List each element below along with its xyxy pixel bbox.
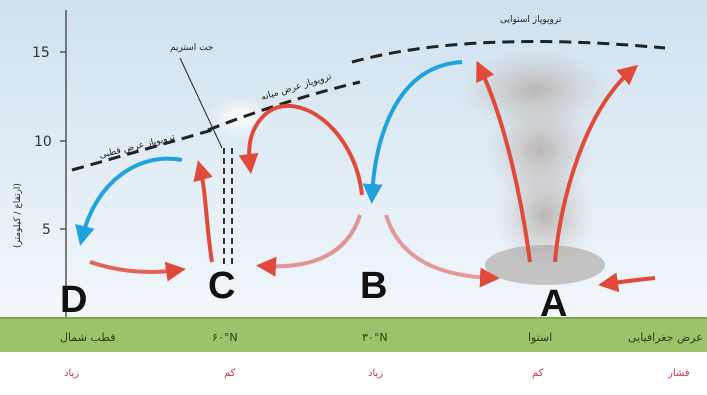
- jet-stream-pointer: [179, 57, 223, 149]
- band-pole-label: قطب شمال: [60, 331, 116, 344]
- polar-rising: [193, 160, 214, 263]
- ferrel-descending: [238, 104, 364, 196]
- tropopause-tropical-line: [351, 40, 666, 64]
- jet-stream-label: جت استریم: [170, 43, 213, 53]
- hadley-rising-left: [476, 60, 532, 263]
- ferrel-surface-flow: [256, 214, 362, 277]
- tropopause-mid-line: [207, 80, 361, 132]
- band-lat60-label: ۶۰°N: [212, 331, 238, 344]
- y-tick-label-5: 5: [42, 222, 51, 238]
- pressure-lat30: زیاد: [368, 368, 383, 379]
- latitude-band: [0, 318, 707, 352]
- cell-letter-D: D: [60, 279, 87, 321]
- pressure-row: [0, 352, 707, 395]
- tropopause-polar-line: [71, 128, 213, 172]
- pressure-lat60: کم: [224, 368, 236, 379]
- pressure-title: فشار: [667, 368, 690, 379]
- hadley-surface-flow: [384, 214, 500, 288]
- pressure-pole: زیاد: [64, 368, 79, 379]
- y-axis-label: (ارتفاع / کیلومتر): [13, 183, 23, 248]
- polar-aloft-flow: [75, 156, 183, 246]
- pressure-equator: کم: [532, 368, 544, 379]
- band-equator-label: استوا: [528, 331, 552, 344]
- tropopause-tropical-label: تروپوپاز استوایی: [500, 15, 562, 25]
- cell-letter-B: B: [360, 265, 387, 307]
- hadley-aloft-flow: [362, 60, 463, 204]
- trade-wind-right: [598, 272, 656, 293]
- cell-letter-C: C: [208, 265, 235, 307]
- y-tick-label-10: 10: [34, 134, 52, 150]
- polar-surface-flow: [89, 260, 186, 282]
- y-tick-label-15: 15: [32, 45, 50, 61]
- band-latitude-title: عرض جغرافیایی: [628, 331, 703, 344]
- band-lat30-label: ۳۰°N: [362, 331, 388, 344]
- hadley-rising-right: [553, 64, 639, 263]
